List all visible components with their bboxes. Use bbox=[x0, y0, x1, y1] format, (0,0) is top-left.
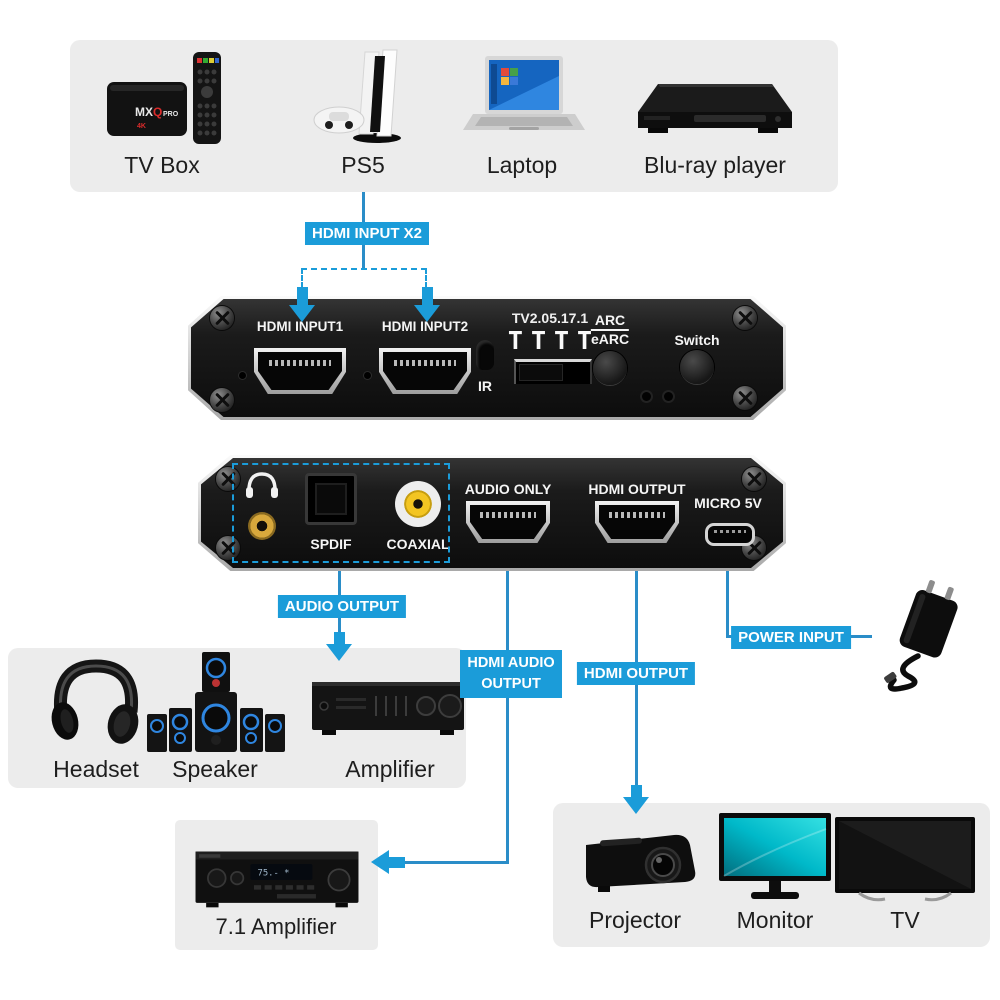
hdmi-input2-label: HDMI INPUT2 bbox=[381, 319, 469, 334]
audio-output-line bbox=[338, 559, 341, 595]
led-indicator bbox=[664, 392, 673, 401]
spdif-optical-port bbox=[305, 473, 357, 525]
71-amplifier-label: 7.1 Amplifier bbox=[215, 914, 337, 939]
spdif-label: SPDIF bbox=[310, 536, 352, 552]
panel-hole bbox=[239, 372, 246, 379]
headset-icon bbox=[51, 659, 139, 744]
svg-text:75.- *: 75.- * bbox=[258, 868, 290, 878]
audio-label-speaker: Speaker bbox=[172, 756, 258, 782]
switch-front-panel: HDMI INPUT1 HDMI INPUT2 IR TV2.05.17.1 T… bbox=[188, 296, 786, 420]
ir-label: IR bbox=[478, 378, 492, 394]
source-label-ps5: PS5 bbox=[341, 152, 385, 178]
hdmi-input-x2-tag: HDMI INPUT X2 bbox=[304, 222, 430, 245]
hdmi-output-port bbox=[595, 501, 679, 543]
display-label-tv: TV bbox=[890, 907, 920, 933]
svg-text:4K: 4K bbox=[137, 123, 146, 130]
source-label-laptop: Laptop bbox=[486, 152, 558, 178]
earc-text: eARC bbox=[590, 331, 630, 347]
dip-switch-marks: TTTT bbox=[507, 326, 601, 355]
audio-only-label: AUDIO ONLY bbox=[464, 481, 552, 497]
coaxial-label: COAXIAL bbox=[386, 536, 450, 552]
71-amplifier-panel: 75.- * 7.1 Amplifier bbox=[175, 820, 378, 950]
ir-receiver bbox=[476, 340, 494, 370]
source-label-tvbox: TV Box bbox=[124, 152, 200, 178]
input-branch-dash bbox=[301, 268, 427, 270]
arc-earc-label: ARC eARC bbox=[590, 312, 630, 347]
screw-icon bbox=[216, 467, 240, 491]
hdmi-input2-port bbox=[379, 348, 471, 394]
audio-output-line2 bbox=[338, 618, 341, 634]
coaxial-port bbox=[395, 481, 441, 527]
audio-output-arrow bbox=[326, 632, 352, 661]
panel-hole bbox=[364, 372, 371, 379]
switch-back-panel: SPDIF COAXIAL AUDIO ONLY HDMI OUTPUT MIC… bbox=[198, 455, 786, 571]
display-label-projector: Projector bbox=[588, 907, 682, 933]
micro-5v-label: MICRO 5V bbox=[694, 495, 762, 511]
led-indicator bbox=[642, 392, 651, 401]
audio-only-port bbox=[466, 501, 550, 543]
sources-panel: MX Q PRO 4K TV Box bbox=[70, 40, 838, 192]
sources-to-input-line bbox=[362, 192, 365, 222]
display-label-monitor: Monitor bbox=[736, 907, 814, 933]
tv-box-icon: MX Q PRO 4K bbox=[107, 52, 221, 144]
hdmi-output-tag: HDMI OUTPUT bbox=[576, 662, 696, 685]
hdmi-input2-arrow bbox=[414, 287, 440, 322]
power-input-tag: POWER INPUT bbox=[731, 626, 851, 649]
audio-output-group-box bbox=[232, 463, 450, 563]
input-branch-dash-left bbox=[301, 268, 303, 288]
switch-button bbox=[680, 350, 714, 384]
arc-text: ARC bbox=[590, 312, 630, 331]
svg-text:Q: Q bbox=[153, 105, 162, 119]
arc-earc-button bbox=[593, 351, 627, 385]
hdmi-audio-output-line bbox=[506, 538, 509, 864]
hdmi-output-label: HDMI OUTPUT bbox=[588, 481, 686, 497]
hdmi-audio-output-hline bbox=[405, 861, 508, 864]
screw-icon bbox=[210, 306, 234, 330]
switch-button-label: Switch bbox=[674, 332, 720, 348]
firmware-version-label: TV2.05.17.1 bbox=[511, 310, 589, 326]
amplifier-icon bbox=[312, 682, 464, 735]
audio-devices-panel: Headset Speaker bbox=[8, 648, 466, 788]
speaker-set-icon bbox=[147, 652, 285, 752]
svg-text:MX: MX bbox=[135, 105, 153, 119]
hdmi-audio-output-arrow bbox=[371, 850, 405, 874]
power-line-v bbox=[726, 542, 729, 637]
hdmi-audio-output-tag: HDMI AUDIO OUTPUT bbox=[460, 650, 562, 698]
screw-icon bbox=[733, 386, 757, 410]
input-split-line bbox=[362, 245, 365, 269]
screw-icon bbox=[216, 536, 240, 560]
audio-output-tag: AUDIO OUTPUT bbox=[277, 595, 407, 618]
hdmi-input1-port bbox=[254, 348, 346, 394]
tv-icon bbox=[835, 817, 975, 902]
screw-icon bbox=[210, 388, 234, 412]
hdmi-output-arrow bbox=[623, 785, 649, 814]
audio-label-headset: Headset bbox=[53, 756, 139, 782]
headphone-jack-port bbox=[248, 512, 276, 540]
71-amplifier-icon: 75.- * bbox=[195, 851, 359, 908]
hdmi-input1-label: HDMI INPUT1 bbox=[256, 319, 344, 334]
audio-label-amplifier: Amplifier bbox=[345, 756, 435, 782]
svg-text:PRO: PRO bbox=[163, 111, 179, 118]
display-devices-panel: Projector Monitor TV bbox=[553, 803, 990, 947]
screw-icon bbox=[742, 467, 766, 491]
input-branch-dash-right bbox=[425, 268, 427, 288]
power-adapter-icon bbox=[884, 580, 958, 692]
slide-switch bbox=[514, 359, 592, 384]
power-line-h bbox=[844, 635, 872, 638]
screw-icon bbox=[733, 306, 757, 330]
ps5-icon bbox=[313, 49, 401, 143]
source-label-bluray: Blu-ray player bbox=[644, 152, 786, 178]
hdmi-input1-arrow bbox=[289, 287, 315, 322]
monitor-icon bbox=[719, 813, 831, 899]
micro-usb-port bbox=[705, 523, 755, 546]
headphone-icon bbox=[246, 472, 278, 498]
laptop-icon bbox=[463, 56, 585, 130]
blu-ray-player-icon bbox=[638, 84, 792, 133]
projector-icon bbox=[586, 834, 696, 892]
